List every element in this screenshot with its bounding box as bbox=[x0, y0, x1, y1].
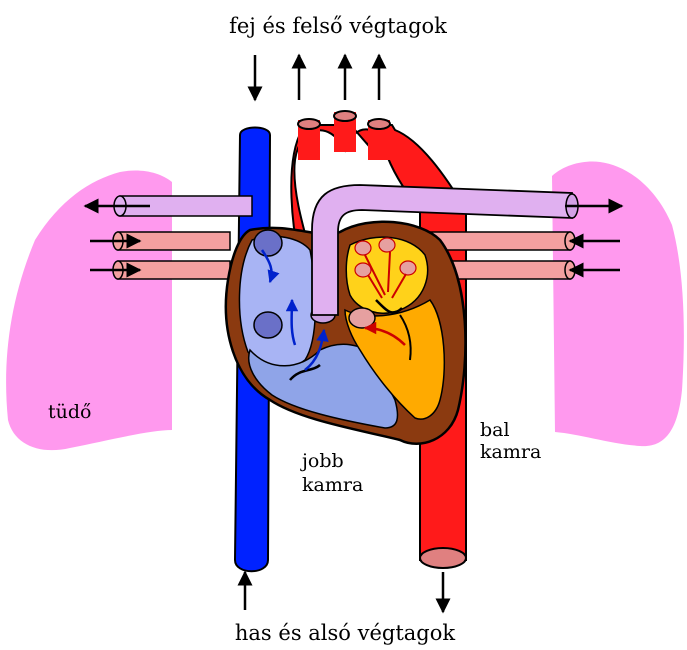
label-lung: tüdő bbox=[48, 401, 91, 423]
inlet-2 bbox=[379, 238, 395, 252]
label-left-ventricle-1: bal bbox=[480, 419, 510, 441]
tricuspid-valve-bottom bbox=[254, 312, 282, 338]
label-right-ventricle-1: jobb bbox=[300, 450, 344, 472]
label-right-ventricle-2: kamra bbox=[302, 474, 363, 496]
inlet-4 bbox=[400, 261, 416, 275]
label-top: fej és felső végtagok bbox=[229, 14, 447, 38]
tricuspid-valve-top bbox=[254, 230, 282, 256]
right-atrium bbox=[239, 236, 315, 368]
label-left-ventricle-2: kamra bbox=[480, 441, 541, 463]
inlet-1 bbox=[355, 241, 371, 255]
label-bottom: has és alsó végtagok bbox=[235, 621, 455, 645]
aortic-valve bbox=[349, 308, 375, 328]
